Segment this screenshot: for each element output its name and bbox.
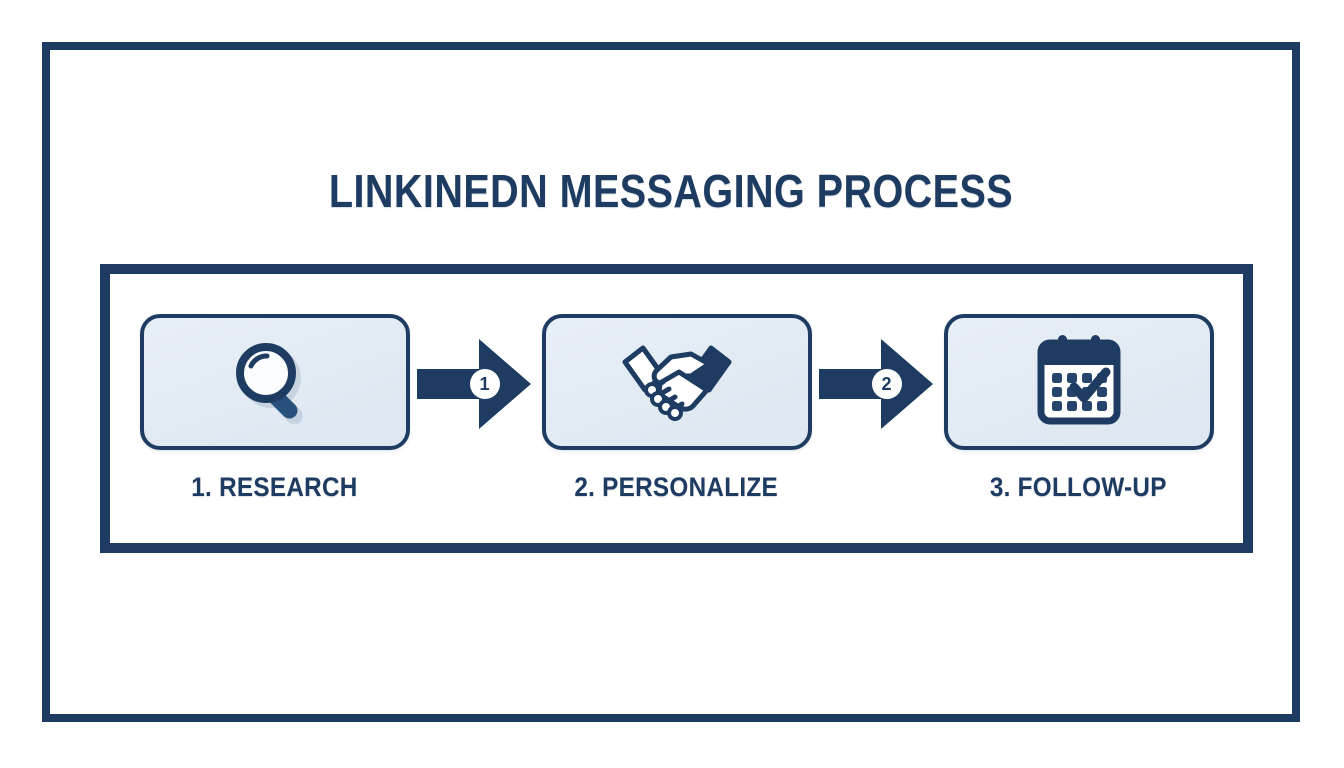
connector-badge-2: 2 (871, 369, 902, 399)
step-label-follow-up: 3. FOLLOW-UP (990, 472, 1167, 502)
process-steps-row: 1. RESEARCH 1 (110, 274, 1243, 543)
connector-badge-1: 1 (469, 369, 500, 399)
connector-2: 2 (813, 316, 943, 452)
step-card-follow-up[interactable] (943, 314, 1214, 450)
process-step-follow-up[interactable]: 3. FOLLOW-UP (943, 314, 1215, 503)
step-card-personalize[interactable] (541, 314, 812, 450)
step-label-research: 1. RESEARCH (191, 472, 358, 502)
handshake-icon (619, 332, 735, 433)
connector-1: 1 (411, 316, 541, 452)
page-title: LINKINEDN MESSAGING PROCESS (328, 165, 1014, 217)
inner-frame-border: 1. RESEARCH 1 (100, 264, 1253, 553)
outer-frame-border: LINKINEDN MESSAGING PROCESS (42, 42, 1300, 722)
process-step-research[interactable]: 1. RESEARCH (139, 314, 411, 503)
process-step-personalize[interactable]: 2. PERSONALIZE (541, 314, 813, 503)
step-label-personalize: 2. PERSONALIZE (574, 472, 779, 502)
step-card-research[interactable] (139, 314, 410, 450)
calendar-check-icon (1030, 331, 1128, 434)
magnifying-glass-icon (223, 328, 327, 437)
